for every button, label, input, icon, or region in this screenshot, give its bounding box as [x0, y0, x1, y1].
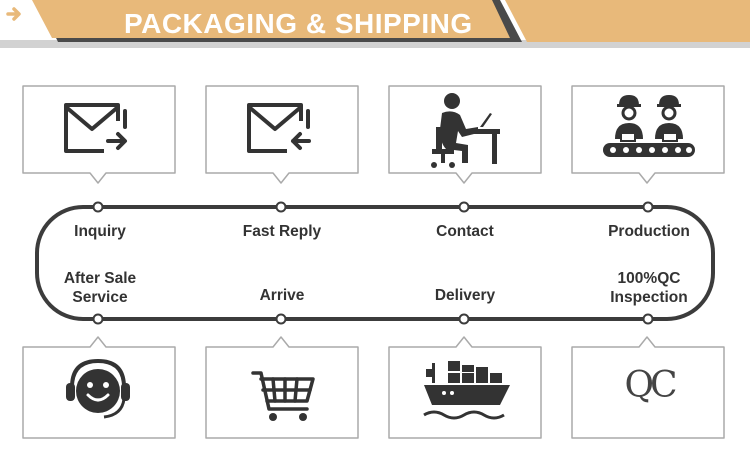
card-production — [569, 83, 725, 189]
label-inquiry: Inquiry — [74, 223, 126, 240]
flow-node-delivery — [458, 313, 470, 325]
qc-icon: QC — [624, 365, 677, 406]
card-delivery — [386, 335, 542, 441]
card-arrive — [203, 335, 359, 441]
flow-node-contact — [458, 201, 470, 213]
label-contact: Contact — [436, 223, 494, 240]
flow-node-production — [642, 201, 654, 213]
card-qc: QC — [569, 335, 725, 441]
card-after-sale — [20, 335, 176, 441]
flow-node-after-sale — [92, 313, 104, 325]
banner-title: PACKAGING & SHIPPING — [124, 8, 473, 39]
card-inquiry — [20, 83, 176, 189]
label-arrive: Arrive — [259, 287, 305, 304]
label-after-sale: After Sale Service — [63, 270, 137, 306]
envelope-arrow-in-icon — [247, 103, 311, 153]
workers-conveyor-icon — [603, 95, 695, 157]
card-contact — [386, 83, 542, 189]
flow-node-inquiry — [92, 201, 104, 213]
envelope-arrow-out-icon — [64, 103, 127, 153]
flow-node-arrive — [275, 313, 287, 325]
arrow-right-circle-icon — [1, 1, 27, 27]
headset-smiley-icon — [66, 358, 130, 419]
section-banner: PACKAGING & SHIPPING — [0, 0, 750, 48]
card-fast-reply — [203, 83, 359, 189]
flow-node-fast-reply — [275, 201, 287, 213]
shopping-cart-icon — [251, 371, 315, 421]
banner-shape — [0, 0, 750, 48]
cargo-ship-icon — [423, 361, 510, 420]
label-delivery: Delivery — [434, 287, 496, 304]
label-production: Production — [608, 223, 690, 240]
label-fast-reply: Fast Reply — [242, 223, 322, 240]
person-at-desk-icon — [431, 93, 500, 168]
label-qc: 100%QC Inspection — [610, 270, 688, 306]
flow-node-qc — [642, 313, 654, 325]
